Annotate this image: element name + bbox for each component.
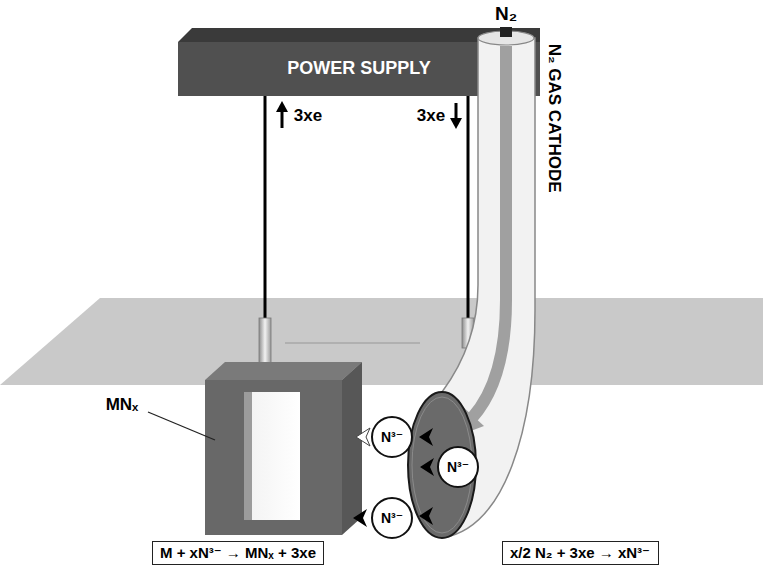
- anode-rod: [259, 318, 271, 366]
- gas-tube: [442, 38, 535, 538]
- label-text: MNₓ: [106, 395, 139, 415]
- ion-arrow: [420, 458, 434, 476]
- current-arrow-down: [455, 103, 458, 120]
- node-text: N³⁻: [381, 429, 403, 446]
- ion-arrow: [419, 428, 433, 446]
- node-text: M + xN³⁻ → MNₓ + 3xe: [160, 544, 316, 562]
- node-text: N³⁻: [447, 459, 469, 476]
- block-top: [205, 362, 362, 380]
- current-label: 3xe: [294, 106, 322, 126]
- gas-inlet: [500, 27, 512, 37]
- anode-wire: [264, 96, 267, 320]
- block-window: [252, 392, 300, 520]
- anode-equation-box: M + xN³⁻ → MNₓ + 3xe: [152, 541, 324, 565]
- nitride-ion-circle: N³⁻: [437, 446, 479, 488]
- gas-flow-arrow: [472, 46, 506, 418]
- ion-arrow: [419, 507, 433, 525]
- node-text: N³⁻: [381, 510, 403, 527]
- label-text: N₂ GAS CATHODE: [543, 44, 563, 193]
- cathode-label: N₂ GAS CATHODE: [543, 44, 563, 193]
- nitride-ion-circle: N³⁻: [371, 497, 413, 539]
- ion-arrow: [353, 509, 367, 527]
- salt-bath-surface: [0, 298, 763, 385]
- cathode-wire: [467, 96, 470, 320]
- label-text: 3xe: [294, 106, 322, 126]
- node-text: x/2 N₂ + 3xe → xN³⁻: [510, 544, 650, 562]
- power-supply-box: POWER SUPPLY: [178, 42, 540, 96]
- nitride-label: MNₓ: [106, 395, 139, 415]
- current-arrow-down-head: [450, 118, 462, 129]
- label-text: N₂: [495, 3, 517, 26]
- surface-shadow: [285, 342, 420, 344]
- nitride-ion-circle: N³⁻: [371, 416, 413, 458]
- cathode-equation-box: x/2 N₂ + 3xe → xN³⁻: [502, 541, 659, 565]
- gas-label: N₂: [495, 3, 517, 26]
- current-arrow-up: [281, 110, 284, 128]
- ion-arrow: [356, 428, 370, 446]
- block-side: [342, 362, 362, 535]
- leader-line: [148, 412, 215, 440]
- current-label: 3xe: [417, 106, 445, 126]
- label-text: 3xe: [417, 106, 445, 126]
- current-arrow-up-head: [276, 101, 288, 112]
- node-text: POWER SUPPLY: [287, 58, 430, 80]
- block-front: [205, 380, 342, 535]
